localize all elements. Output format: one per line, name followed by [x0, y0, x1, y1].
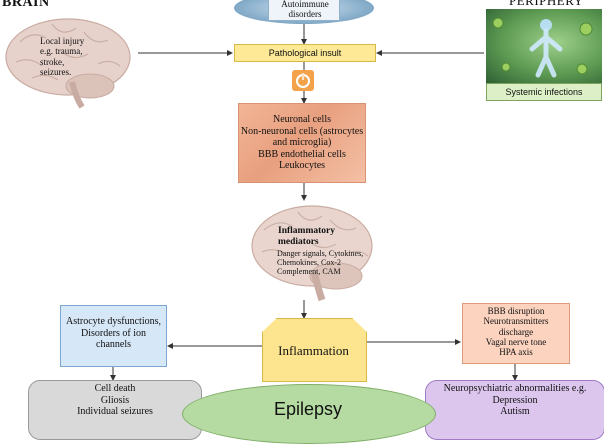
- brain-illustration-left: [5, 18, 131, 109]
- periphery-illustration: [486, 9, 602, 83]
- power-icon: [292, 70, 314, 91]
- inflammation-box: [262, 318, 367, 382]
- epilepsy-label: Epilepsy: [273, 399, 343, 419]
- neuropsychiatric-box: Neuropsychiatric abnormalities e.g. Depr…: [425, 380, 604, 440]
- systemic-infections-box: Systemic infections: [486, 83, 602, 101]
- cells-box: Neuronal cells Non-neuronal cells (astro…: [238, 103, 366, 183]
- pathological-insult-box: Pathological insult: [234, 44, 376, 62]
- brain-header: BRAIN: [2, 0, 50, 10]
- bbb-box: BBB disruption Neurotransmitters dischar…: [462, 303, 570, 364]
- periphery-header: PERIPHERY: [509, 0, 584, 8]
- connector-arrows: [110, 24, 518, 381]
- mediators-list: Danger signals, Cytokines, Chemokines, C…: [277, 249, 364, 277]
- astrocyte-box: Astrocyte dysfunctions, Disorders of ion…: [60, 305, 167, 367]
- local-injury-text: Local injury e.g. trauma, stroke, seizur…: [40, 36, 85, 78]
- mediators-title: Inflammatory mediators: [278, 226, 335, 247]
- inflammation-label: Inflammation: [278, 343, 349, 358]
- cell-death-box: Cell death Gliosis Individual seizures: [28, 380, 202, 440]
- pathological-insult-label: Pathological insult: [268, 48, 342, 58]
- systemic-infections-label: Systemic infections: [505, 87, 583, 97]
- autoimmune-box: Autoimmune disorders: [268, 0, 340, 21]
- brain-illustration-center: [251, 205, 373, 302]
